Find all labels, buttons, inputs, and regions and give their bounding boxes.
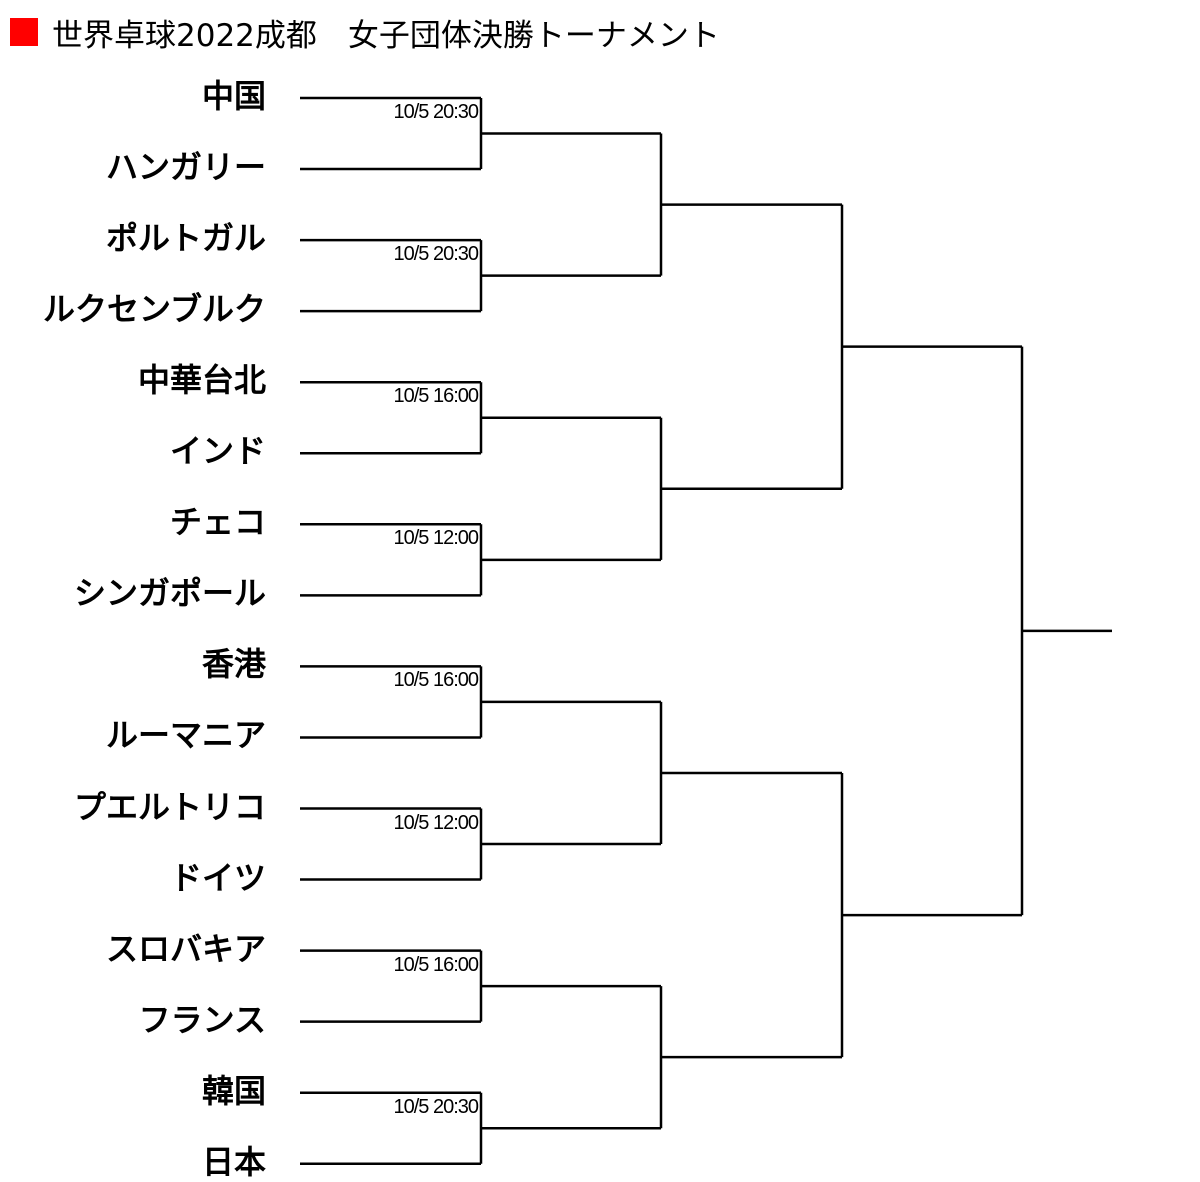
team-label: フランス bbox=[138, 1000, 266, 1039]
match-time: 10/5 12:00 bbox=[393, 527, 479, 550]
red-square-icon bbox=[10, 18, 38, 46]
team-label: ドイツ bbox=[169, 858, 266, 897]
team-label: ルーマニア bbox=[105, 716, 266, 755]
match-time: 10/5 20:30 bbox=[393, 101, 479, 123]
team-label: プエルトリコ bbox=[73, 787, 266, 826]
match-time: 10/5 16:00 bbox=[393, 669, 479, 692]
match-time: 10/5 20:30 bbox=[393, 243, 479, 266]
team-label: ルクセンブルク bbox=[42, 290, 266, 329]
team-label: 中国 bbox=[201, 77, 266, 115]
team-label: 韓国 bbox=[201, 1071, 266, 1110]
team-label: ハンガリー bbox=[105, 148, 266, 187]
team-label: インド bbox=[169, 432, 266, 471]
title-text: 世界卓球2022成都 女子団体決勝トーナメント bbox=[52, 17, 720, 54]
team-label: ポルトガル bbox=[105, 219, 266, 258]
match-time: 10/5 16:00 bbox=[393, 953, 479, 976]
team-label: 中華台北 bbox=[137, 361, 266, 400]
team-label: 日本 bbox=[201, 1142, 266, 1181]
team-label: スロバキア bbox=[105, 929, 266, 968]
team-label: 香港 bbox=[201, 645, 266, 684]
match-time: 10/5 20:30 bbox=[393, 1095, 479, 1118]
page-title: 世界卓球2022成都 女子団体決勝トーナメント bbox=[10, 12, 720, 54]
match-time: 10/5 12:00 bbox=[393, 811, 479, 834]
team-label: チェコ bbox=[169, 503, 266, 542]
team-label: シンガポール bbox=[73, 574, 266, 613]
match-time: 10/5 16:00 bbox=[393, 385, 479, 408]
